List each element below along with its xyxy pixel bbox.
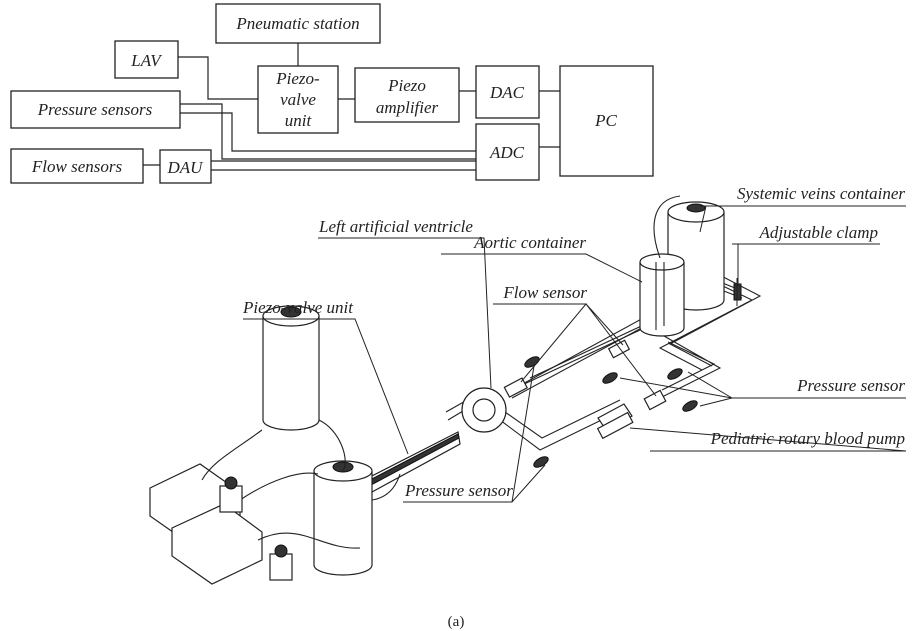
leader-aortic-container xyxy=(441,254,642,282)
piezo-amplifier-line2: amplifier xyxy=(376,98,439,117)
block-diagram: Pneumatic station LAV Piezo- valve unit … xyxy=(11,4,653,183)
pressure-transducer-4 xyxy=(601,371,619,386)
veins-container-cap xyxy=(687,204,705,212)
reservoir-front-body xyxy=(314,471,372,575)
regulator-2 xyxy=(270,554,292,580)
flow-sensor-block-3 xyxy=(644,390,666,409)
pressure-transducer-2 xyxy=(666,367,684,382)
compressor-hose-2 xyxy=(240,473,318,500)
pressure-sensors-label: Pressure sensors xyxy=(37,100,153,119)
flow-sensor-block-1 xyxy=(504,378,527,397)
pressure-transducer-3 xyxy=(681,399,699,414)
left-artificial-ventricle xyxy=(462,388,506,432)
pressure-transducer-5 xyxy=(532,455,550,470)
regulator-gauge-1 xyxy=(225,477,237,489)
aortic-container-top xyxy=(640,254,684,270)
label-pressure-sensor-right: Pressure sensor xyxy=(796,376,905,395)
wire-lav-valve xyxy=(178,57,258,99)
flow-sensors-label: Flow sensors xyxy=(31,157,123,176)
pc-label: PC xyxy=(594,111,617,130)
piezo-amplifier-line1: Piezo xyxy=(387,76,426,95)
setup-illustration: Systemic veins container Adjustable clam… xyxy=(150,184,906,584)
ventricle-inner xyxy=(473,399,495,421)
lav-label: LAV xyxy=(130,51,163,70)
piezo-valve-unit-line3: unit xyxy=(285,111,313,130)
pneumatic-station-label: Pneumatic station xyxy=(235,14,359,33)
piezo-valve-unit-line1: Piezo- xyxy=(275,69,320,88)
label-left-artificial-ventricle: Left artificial ventricle xyxy=(318,217,473,236)
label-pressure-sensor-bottom: Pressure sensor xyxy=(404,481,513,500)
figure-caption: (a) xyxy=(448,614,465,630)
leader-adjustable-clamp xyxy=(732,244,880,286)
label-pediatric-rotary-blood-pump: Pediatric rotary blood pump xyxy=(710,429,905,448)
pipe-aorta-upper xyxy=(520,322,650,386)
reservoir-back-body xyxy=(263,316,319,430)
adc-label: ADC xyxy=(489,143,525,162)
label-adjustable-clamp: Adjustable clamp xyxy=(758,223,878,242)
aortic-container-body xyxy=(640,262,684,336)
label-aortic-container: Aortic container xyxy=(473,233,586,252)
pneumatic-drive xyxy=(150,306,400,584)
dau-label: DAU xyxy=(167,158,205,177)
label-flow-sensor: Flow sensor xyxy=(502,283,587,302)
label-piezo-valve-unit: Piezo-valve unit xyxy=(242,298,354,317)
piezo-valve-unit-line2: valve xyxy=(280,90,316,109)
label-systemic-veins-container: Systemic veins container xyxy=(737,184,905,203)
pipe-rotary-pump-out xyxy=(660,336,720,398)
valve-unit-teeth xyxy=(370,434,459,485)
regulator-1 xyxy=(220,486,242,512)
dac-label: DAC xyxy=(489,83,525,102)
pediatric-rotary-blood-pump xyxy=(598,404,633,438)
regulator-gauge-2 xyxy=(275,545,287,557)
